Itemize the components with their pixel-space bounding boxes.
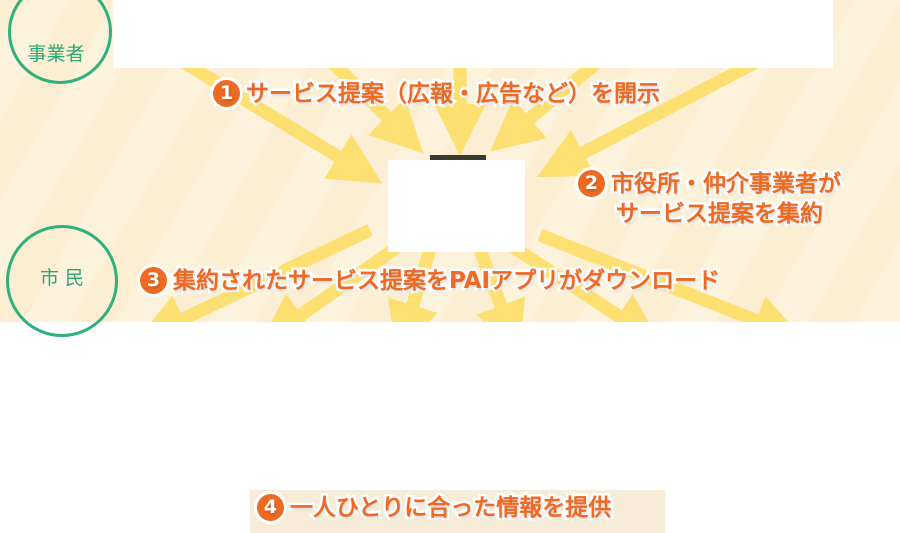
arrow-in	[325, 55, 424, 154]
citizen-image-strip	[250, 490, 665, 533]
server-image-placeholder	[388, 160, 525, 252]
business-label: 事業者	[27, 42, 85, 65]
arrow-out	[473, 247, 526, 322]
arrow-out	[258, 239, 404, 322]
arrow-in	[536, 54, 764, 178]
arrow-in	[490, 55, 605, 152]
arrow-out	[136, 224, 373, 322]
server-top	[430, 155, 486, 163]
arrow-out	[387, 248, 438, 322]
arrows	[136, 54, 805, 322]
business-image-placeholder	[113, 0, 833, 68]
arrow-out	[537, 228, 805, 322]
business-circle: 事業者	[8, 0, 112, 84]
citizen-circle: 市 民	[6, 225, 118, 337]
citizen-label: 市 民	[39, 266, 85, 289]
arrow-out	[506, 239, 662, 322]
arrow-in	[176, 54, 383, 184]
